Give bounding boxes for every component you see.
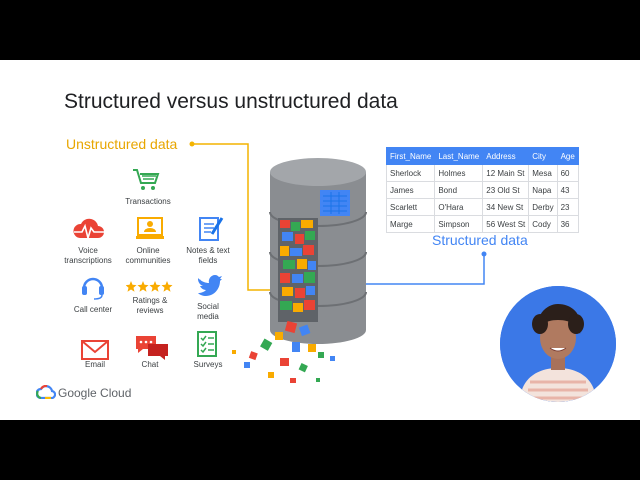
column-header: Last_Name [434, 147, 484, 165]
table-cell: James [385, 181, 436, 199]
table-cell: 43 [556, 181, 579, 199]
table-cell: Bond [434, 181, 484, 199]
icon-label-ratings: Ratings &reviews [132, 296, 168, 315]
icon-label-email: Email [84, 360, 105, 369]
column-header: City [528, 147, 558, 165]
headset-icon [80, 272, 106, 305]
structured-data-label: Structured data [432, 232, 528, 248]
table-cell: O'Hara [434, 198, 484, 216]
stars-icon [125, 280, 174, 298]
bird-icon [196, 272, 222, 301]
presenter-avatar [500, 286, 616, 402]
shopping-cart-icon [132, 168, 160, 197]
table-cell: Simpson [434, 215, 484, 233]
column-header: First_Name [385, 147, 436, 165]
notes-icon [198, 214, 224, 247]
database-cylinder-icon [232, 158, 367, 383]
voice-wave-icon [72, 218, 106, 249]
icon-label-transactions: Transactions [125, 197, 171, 206]
table-row: Marge Simpson 56 West St Cody 36 [385, 215, 579, 233]
column-header: Age [556, 147, 579, 165]
table-row: Sherlock Holmes 12 Main St Mesa 60 [385, 164, 579, 182]
table-cell: 23 [556, 198, 579, 216]
brand-name: Google Cloud [58, 386, 132, 400]
table-cell: 23 Old St [482, 181, 530, 199]
table-cell: Mesa [528, 164, 558, 182]
google-cloud-logo-icon [36, 385, 56, 399]
table-cell: 60 [556, 164, 579, 182]
table-cell: 36 [556, 215, 579, 233]
slide: Structured versus unstructured data Unst… [0, 60, 640, 420]
table-cell: 12 Main St [482, 164, 530, 182]
table-cell: Sherlock [385, 164, 436, 182]
table-row: Scarlett O'Hara 34 New St Derby 23 [385, 198, 579, 216]
table-cell: Scarlett [385, 198, 436, 216]
table-cell: Marge [385, 215, 436, 233]
structured-data-table: First_Name Last_Name Address City Age Sh… [385, 147, 579, 233]
chat-icon [134, 334, 170, 365]
table-cell: Cody [528, 215, 558, 233]
table-cell: Napa [528, 181, 558, 199]
table-cell: 56 West St [482, 215, 530, 233]
unstructured-data-label: Unstructured data [66, 136, 178, 152]
slide-title: Structured versus unstructured data [64, 90, 398, 113]
spilled-blocks [232, 320, 335, 383]
email-icon [81, 340, 109, 365]
table-cell: 34 New St [482, 198, 530, 216]
column-header: Address [482, 147, 530, 165]
table-cell: Derby [528, 198, 558, 216]
survey-icon [196, 330, 220, 363]
table-header-row: First_Name Last_Name Address City Age [385, 147, 579, 165]
table-cell: Holmes [434, 164, 484, 182]
unstructured-connector-line [192, 143, 272, 291]
data-blocks [280, 220, 316, 312]
table-row: James Bond 23 Old St Napa 43 [385, 181, 579, 199]
icon-label-chat: Chat [141, 360, 159, 369]
online-community-icon [136, 216, 166, 247]
icon-label-surveys: Surveys [193, 360, 223, 369]
icon-label-call-center: Call center [73, 305, 113, 314]
